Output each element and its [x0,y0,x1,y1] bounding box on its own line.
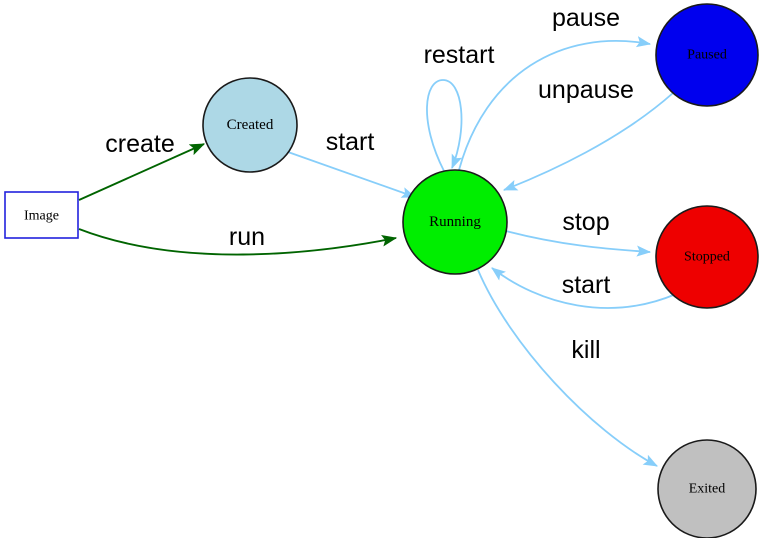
node-paused[interactable]: Paused [655,3,759,107]
created-circle-shape [202,77,298,173]
edge-labels-layer: create run start restart pause unpause s… [105,4,634,364]
node-exited[interactable]: Exited [657,439,757,538]
node-image[interactable]: Image [4,191,79,239]
edge-label-create: create [105,130,174,158]
edge-label-unpause: unpause [538,76,634,104]
node-created[interactable]: Created [202,77,298,173]
running-circle-shape [402,169,508,275]
edge-label-kill: kill [571,336,600,364]
edge-run[interactable] [78,228,398,256]
edge-restart[interactable] [426,79,463,172]
node-running[interactable]: Running [402,169,508,275]
edges-layer [78,36,677,467]
edge-stop[interactable] [505,230,652,257]
edge-label-stop: stop [562,208,609,236]
edge-start-stopped[interactable] [491,267,677,309]
image-box-shape [4,191,79,239]
nodes-layer: Image Created Running Paused Stopped [4,3,759,538]
edge-label-restart: restart [424,41,495,69]
exited-circle-shape [657,439,757,538]
paused-circle-shape [655,3,759,107]
edge-kill[interactable] [477,269,658,467]
edge-start-created[interactable] [287,151,417,198]
edge-create[interactable] [78,143,206,201]
edge-label-start-stopped: start [562,271,611,299]
edge-label-pause: pause [552,4,620,32]
edge-label-run: run [229,223,265,251]
edge-label-start-created: start [326,128,375,156]
node-stopped[interactable]: Stopped [655,205,759,309]
edge-pause[interactable] [458,36,652,171]
stopped-circle-shape [655,205,759,309]
edge-unpause[interactable] [502,92,674,191]
